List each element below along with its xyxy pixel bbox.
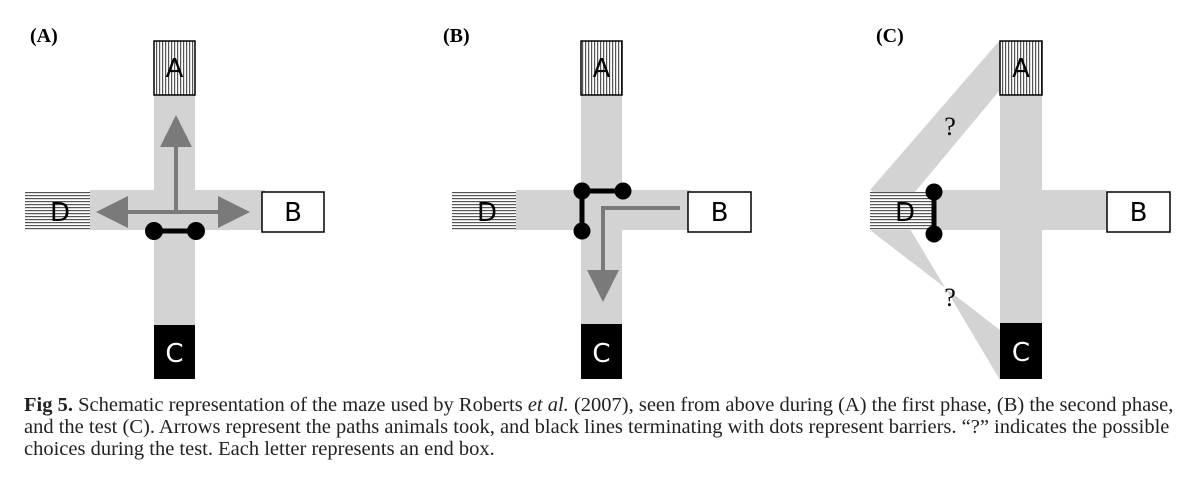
caption-text: (2007), seen from above during (A) the f… [24, 394, 1174, 460]
panel-b: (B) A B C D [443, 25, 752, 379]
arrow-icon [587, 206, 680, 302]
box-label: B [711, 198, 729, 228]
end-box-d: D [870, 192, 934, 230]
figure-number: Fig 5. [24, 394, 73, 416]
panel-c: (C) A B C D ? ? [870, 25, 1171, 380]
barrier-icon [573, 182, 632, 240]
caption-text: Schematic representation of the maze use… [72, 394, 528, 416]
end-box-c: C [154, 325, 195, 379]
choice-mark: ? [944, 283, 956, 312]
box-label: A [166, 54, 184, 84]
end-box-d: D [452, 192, 516, 230]
box-label: C [165, 339, 183, 369]
panel-label: (B) [443, 25, 470, 47]
caption-italic: et al. [527, 394, 569, 416]
end-box-c: C [581, 324, 622, 379]
box-label: B [1130, 198, 1148, 228]
box-label: A [593, 54, 611, 84]
end-box-a: A [580, 40, 623, 96]
end-box-c: C [1000, 323, 1042, 379]
end-box-b: B [1106, 191, 1171, 233]
end-box-a: A [153, 40, 196, 96]
choice-mark: ? [944, 112, 956, 141]
box-label: C [1012, 338, 1030, 368]
end-box-a: A [999, 40, 1043, 96]
maze-arm-horizontal [935, 190, 1107, 230]
end-box-d: D [25, 192, 90, 230]
box-label: C [592, 339, 610, 369]
box-label: A [1012, 54, 1030, 84]
panel-label: (C) [876, 25, 904, 47]
barrier-icon [925, 183, 943, 243]
maze-arm-diagonal [870, 40, 1000, 210]
end-box-b: B [261, 191, 325, 233]
panel-label: (A) [30, 25, 58, 47]
box-label: D [477, 198, 497, 228]
panel-a: (A) A B C D [25, 25, 325, 379]
box-label: D [50, 198, 70, 228]
box-label: B [284, 198, 302, 228]
figure-caption: Fig 5. Schematic representation of the m… [24, 394, 1184, 460]
maze-arm-diagonal [870, 212, 1000, 380]
box-label: D [895, 198, 915, 228]
end-box-b: B [687, 191, 752, 233]
maze-figure: (A) A B C D (B) [25, 25, 1171, 380]
barrier-icon [145, 222, 205, 240]
